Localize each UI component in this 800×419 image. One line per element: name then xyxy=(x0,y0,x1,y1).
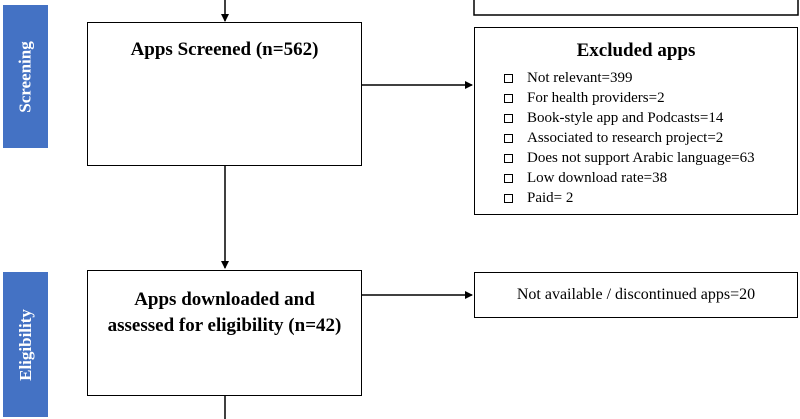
checkbox-icon xyxy=(504,113,513,123)
box-apps-downloaded: Apps downloaded and assessed for eligibi… xyxy=(87,270,362,396)
stage-label-screening: Screening xyxy=(3,5,48,148)
apps-downloaded-title-line2: assessed for eligibility (n=42) xyxy=(107,315,342,336)
excluded-item-text: Associated to research project=2 xyxy=(527,130,724,146)
excluded-item: Does not support Arabic language=63 xyxy=(504,148,797,168)
box-excluded-apps: Excluded apps Not relevant=399 For healt… xyxy=(474,27,798,215)
checkbox-icon xyxy=(504,173,513,183)
checkbox-icon xyxy=(504,193,513,203)
stage-label-eligibility: Eligibility xyxy=(3,272,48,417)
excluded-item: Book-style app and Podcasts=14 xyxy=(504,108,797,128)
excluded-item: For health providers=2 xyxy=(504,88,797,108)
checkbox-icon xyxy=(504,73,513,83)
apps-screened-title: Apps Screened (n=562) xyxy=(130,39,319,60)
checkbox-icon xyxy=(504,93,513,103)
stage-label-screening-text: Screening xyxy=(15,40,35,113)
box-apps-screened: Apps Screened (n=562) xyxy=(87,22,362,166)
excluded-item-text: Paid= 2 xyxy=(527,190,574,206)
not-available-text: Not available / discontinued apps=20 xyxy=(516,286,756,303)
excluded-apps-title: Excluded apps xyxy=(576,40,696,61)
box-top-cropped xyxy=(473,0,799,16)
checkbox-icon xyxy=(504,133,513,143)
box-not-available: Not available / discontinued apps=20 xyxy=(474,272,798,318)
excluded-item: Not relevant=399 xyxy=(504,68,797,88)
excluded-item: Low download rate=38 xyxy=(504,168,797,188)
excluded-item-text: Book-style app and Podcasts=14 xyxy=(527,110,724,126)
excluded-item-text: Low download rate=38 xyxy=(527,170,668,186)
excluded-item: Associated to research project=2 xyxy=(504,128,797,148)
stage-label-eligibility-text: Eligibility xyxy=(15,308,35,381)
excluded-item-text: Does not support Arabic language=63 xyxy=(527,150,755,166)
excluded-apps-list: Not relevant=399 For health providers=2 … xyxy=(475,68,797,208)
apps-downloaded-title-line1: Apps downloaded and xyxy=(134,289,315,310)
excluded-item-text: Not relevant=399 xyxy=(527,70,633,86)
excluded-item: Paid= 2 xyxy=(504,188,797,208)
excluded-item-text: For health providers=2 xyxy=(527,90,665,106)
checkbox-icon xyxy=(504,153,513,163)
